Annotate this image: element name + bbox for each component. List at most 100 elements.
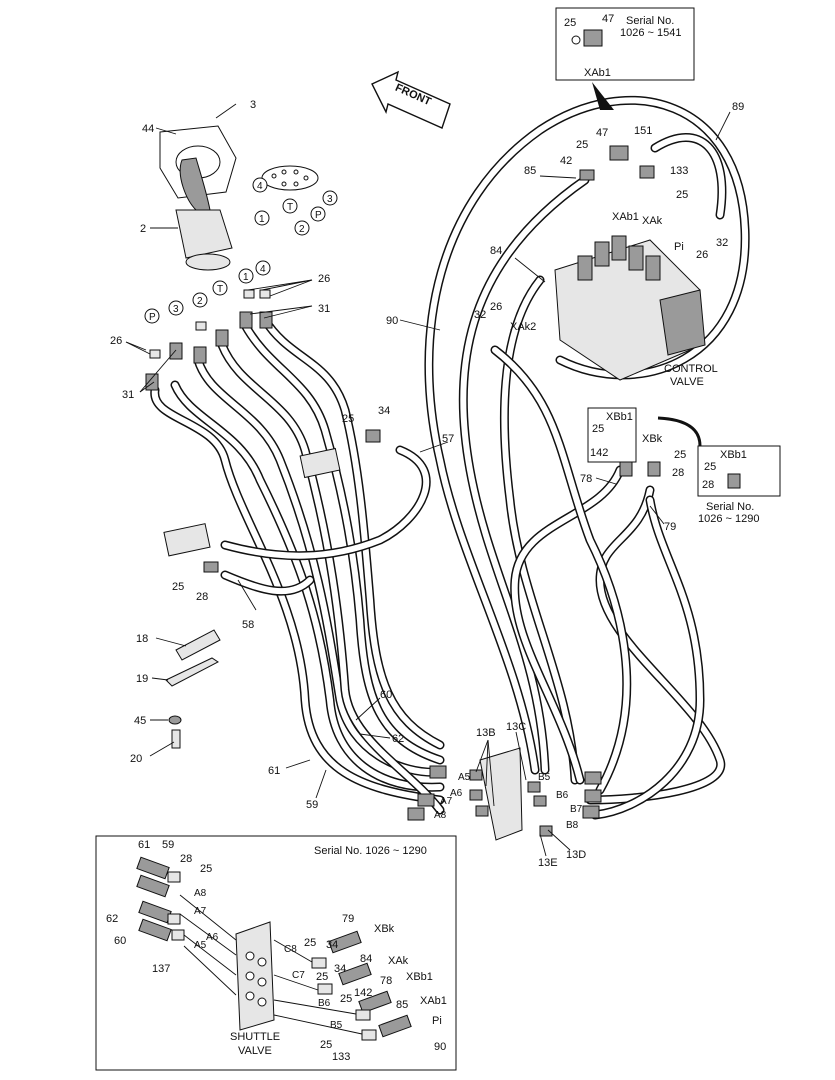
pn-2: 2 bbox=[140, 223, 146, 235]
port-b5: B5 bbox=[538, 772, 551, 783]
pn-25-inset-b: 25 bbox=[304, 937, 316, 949]
port-b6: B6 bbox=[556, 790, 569, 801]
port-pi: Pi bbox=[674, 241, 684, 253]
inset-port-c8: C8 bbox=[284, 944, 297, 955]
inset-port-xak: XAk bbox=[388, 955, 409, 967]
port-a7: A7 bbox=[440, 796, 453, 807]
pn-137-inset: 137 bbox=[152, 963, 170, 975]
joystick-assembly bbox=[159, 103, 237, 271]
control-valve bbox=[554, 235, 706, 381]
pn-25-top: 25 bbox=[564, 17, 576, 29]
pn-151: 151 bbox=[634, 125, 652, 137]
fitting-47 bbox=[609, 145, 629, 161]
circle-mark-t-b bbox=[212, 280, 228, 296]
hose-bundle bbox=[150, 95, 750, 820]
pn-20: 20 bbox=[130, 753, 142, 765]
pn-28-c: 28 bbox=[702, 479, 714, 491]
circle-mark-t-a-label: T bbox=[287, 202, 293, 213]
pn-62-inset: 62 bbox=[106, 913, 118, 925]
pn-32-a: 32 bbox=[474, 309, 486, 321]
leader-lines bbox=[125, 111, 731, 857]
block-left bbox=[299, 447, 341, 479]
circle-mark-1b-label: 1 bbox=[243, 272, 249, 283]
pn-25-b: 25 bbox=[676, 189, 688, 201]
front-arrow: FRONT bbox=[371, 70, 451, 129]
pn-25-inset-e: 25 bbox=[320, 1039, 332, 1051]
pn-25-g: 25 bbox=[704, 461, 716, 473]
pn-18: 18 bbox=[136, 633, 148, 645]
inset-shuttle-detail: Serial No. 1026 ~ 1290 SHUTTLE VALVE bbox=[95, 835, 457, 1071]
circle-mark-2b bbox=[192, 292, 208, 308]
pn-47: 47 bbox=[596, 127, 608, 139]
port-xbk: XBk bbox=[642, 433, 663, 445]
circle-mark-4b bbox=[255, 260, 271, 276]
pn-142: 142 bbox=[590, 447, 608, 459]
pn-59: 59 bbox=[306, 799, 318, 811]
pn-59-inset: 59 bbox=[162, 839, 174, 851]
pn-25-f: 25 bbox=[674, 449, 686, 461]
serial-top-line2: 1026 ~ 1541 bbox=[620, 27, 681, 39]
serial-right-line2: 1026 ~ 1290 bbox=[698, 513, 759, 525]
inset-port-c7: C7 bbox=[292, 970, 305, 981]
pn-26-a: 26 bbox=[318, 273, 330, 285]
inset-port-pi: Pi bbox=[432, 1015, 442, 1027]
serial-right-line1: Serial No. bbox=[706, 501, 754, 513]
port-xak: XAk bbox=[642, 215, 663, 227]
pn-78-inset: 78 bbox=[380, 975, 392, 987]
inset-port-b5: B5 bbox=[330, 1020, 343, 1031]
pn-25-c: 25 bbox=[342, 413, 354, 425]
circle-marks: 4 1 T 2 P 3 1 4 T 2 3 P bbox=[144, 177, 338, 324]
pn-133-inset: 133 bbox=[332, 1051, 350, 1063]
inset-port-a6: A6 bbox=[206, 932, 219, 943]
pn-25-a: 25 bbox=[576, 139, 588, 151]
pn-28-a: 28 bbox=[196, 591, 208, 603]
circle-mark-t-b-label: T bbox=[217, 284, 223, 295]
circle-mark-1b bbox=[238, 268, 254, 284]
control-valve-line1: CONTROL bbox=[664, 363, 718, 375]
pn-26-d: 26 bbox=[696, 249, 708, 261]
pn-13c: 13C bbox=[506, 721, 526, 733]
circle-mark-2b-label: 2 bbox=[197, 296, 203, 307]
xbb1-box bbox=[587, 407, 637, 463]
block-25-28 bbox=[163, 523, 211, 557]
shuttle-valve-line2: VALVE bbox=[238, 1045, 272, 1057]
pn-32-b: 32 bbox=[716, 237, 728, 249]
circle-mark-3a bbox=[322, 190, 338, 206]
joystick-fittings bbox=[145, 289, 273, 391]
pn-60-inset: 60 bbox=[114, 935, 126, 947]
circle-mark-2a-label: 2 bbox=[299, 224, 305, 235]
inset-port-a8: A8 bbox=[194, 888, 207, 899]
pn-13e: 13E bbox=[538, 857, 558, 869]
inset-port-xbb1: XBb1 bbox=[406, 971, 433, 983]
fitting-42 bbox=[579, 169, 595, 181]
pn-25-inset-d: 25 bbox=[340, 993, 352, 1005]
pn-85: 85 bbox=[524, 165, 536, 177]
fitting-78 bbox=[619, 461, 633, 477]
pn-13d: 13D bbox=[566, 849, 586, 861]
pn-79: 79 bbox=[664, 521, 676, 533]
fitting-28 bbox=[647, 461, 661, 477]
circle-mark-4b-label: 4 bbox=[260, 264, 266, 275]
pn-25-inset-a: 25 bbox=[200, 863, 212, 875]
port-b7: B7 bbox=[570, 804, 583, 815]
fitting-28b bbox=[203, 561, 219, 573]
circle-mark-4a-label: 4 bbox=[257, 181, 263, 192]
part-number-labels: 2 3 18 19 20 25 25 25 25 25 25 25 25 25 … bbox=[106, 13, 744, 1063]
shuttle-valve-line1: SHUTTLE bbox=[230, 1031, 280, 1043]
pn-19: 19 bbox=[136, 673, 148, 685]
pn-28-b: 28 bbox=[672, 467, 684, 479]
circle-mark-3b bbox=[168, 300, 184, 316]
port-xbb1: XBb1 bbox=[606, 411, 633, 423]
serial-box-top: Serial No. 1026 ~ 1541 bbox=[555, 7, 695, 110]
pn-61-inset: 61 bbox=[138, 839, 150, 851]
circle-mark-p-b bbox=[144, 308, 160, 324]
circle-mark-p-a bbox=[310, 206, 326, 222]
port-a6: A6 bbox=[450, 788, 463, 799]
port-xab1: XAb1 bbox=[612, 211, 639, 223]
port-layout-diagram bbox=[261, 165, 319, 191]
pn-34-inset-a: 34 bbox=[326, 939, 338, 951]
circle-mark-t-a bbox=[282, 198, 298, 214]
circle-mark-p-b-label: P bbox=[149, 312, 156, 323]
pn-79-inset: 79 bbox=[342, 913, 354, 925]
